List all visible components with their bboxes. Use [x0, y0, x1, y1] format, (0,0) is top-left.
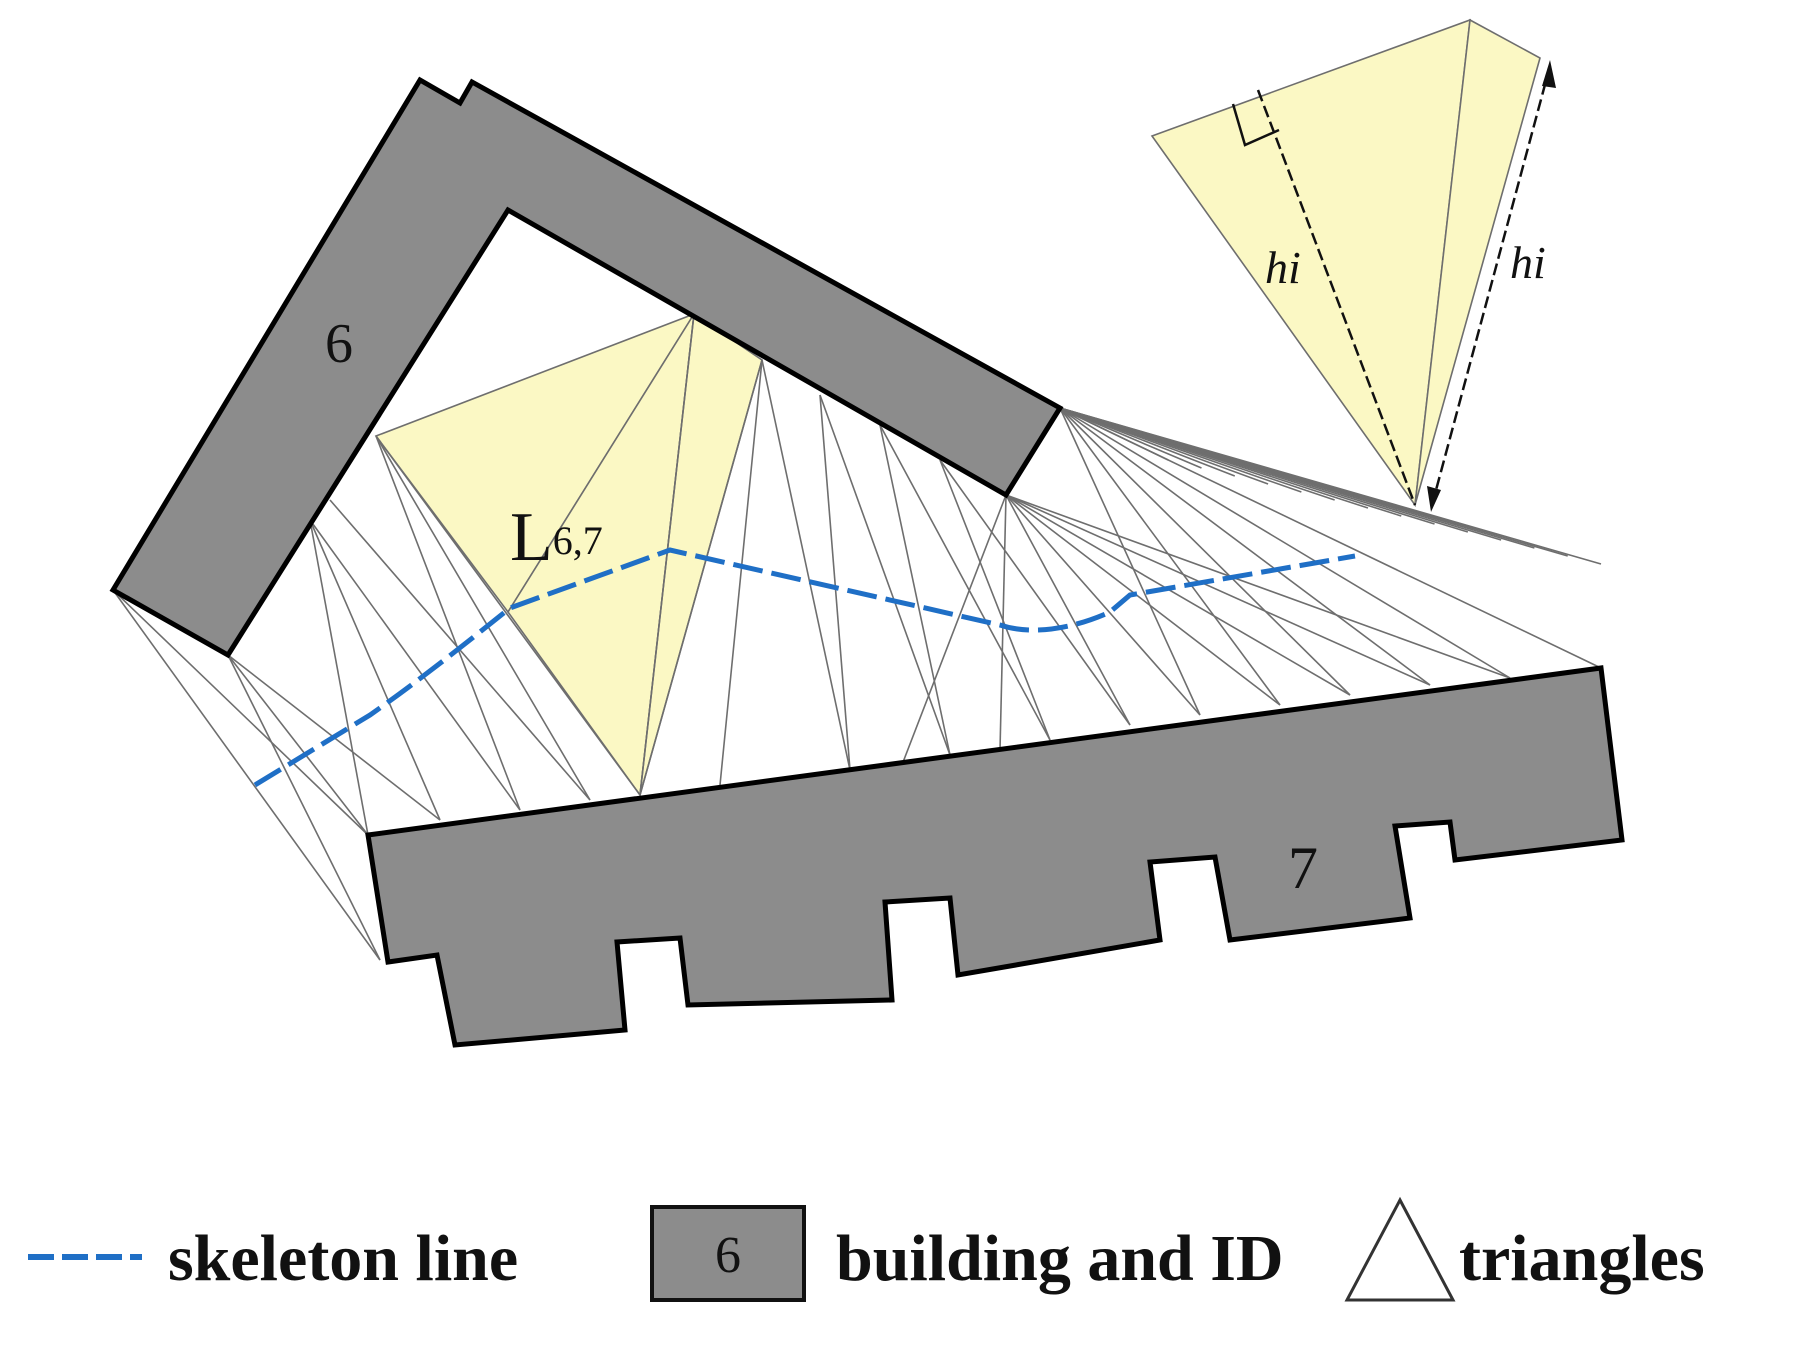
building-7-id: 7: [1288, 835, 1318, 901]
triangle-edge: [639, 313, 695, 796]
triangle-edge: [309, 519, 521, 811]
triangulation-edges: [112, 313, 1602, 961]
triangle-edge: [1059, 407, 1169, 461]
building-6-id: 6: [325, 313, 353, 375]
triangle-edge: [112, 589, 381, 961]
triangle-edge: [309, 519, 441, 821]
triangle-edge: [719, 359, 763, 786]
legend-building-swatch: [650, 1205, 806, 1302]
triangle-edge: [227, 654, 369, 836]
triangle-edge: [1005, 494, 1281, 706]
triangle-edge: [639, 359, 763, 796]
inset-height-right: [1430, 65, 1552, 506]
triangle-edge: [1005, 494, 1351, 696]
height-inset: hi hi: [1150, 18, 1556, 512]
triangle-edge: [375, 435, 521, 811]
triangle-edge: [309, 519, 369, 836]
triangle-edge: [879, 424, 951, 756]
inset-height-left: [1256, 89, 1417, 506]
triangle-edge: [1005, 494, 1431, 686]
triangle-edge: [1005, 494, 1201, 716]
triangle-edge: [939, 459, 1051, 741]
skeleton-label-subscript: 6,7: [553, 518, 603, 563]
legend-building-label: building and ID: [836, 1222, 1284, 1295]
arrowhead-top-icon: [1542, 60, 1556, 88]
inset-height-label-right: hi: [1510, 237, 1546, 288]
inset-height-label-left: hi: [1265, 242, 1301, 293]
building-7: [365, 665, 1625, 1048]
triangle-edge: [899, 494, 1007, 771]
triangle-edge: [879, 424, 1051, 741]
skeleton-label: L6,7: [510, 499, 603, 576]
triangle-edge: [375, 435, 591, 801]
arrowhead-bottom-icon: [1427, 486, 1441, 512]
inset-triangle-right: [1414, 18, 1541, 506]
triangle-edge: [375, 435, 641, 796]
triangle-edge: [939, 459, 1131, 726]
triangle-edge: [999, 494, 1007, 751]
skeleton-label-main: L: [510, 499, 553, 576]
inset-triangle-left: [1150, 18, 1471, 508]
triangle-edge: [761, 359, 851, 771]
triangle-edge: [1059, 407, 1351, 696]
legend-skeleton-label: skeleton line: [168, 1222, 518, 1295]
triangle-edge: [1005, 494, 1131, 726]
building-6: [109, 76, 1064, 659]
triangle-edge: [1005, 494, 1511, 679]
legend-building-id: 6: [715, 1227, 741, 1284]
triangle-edge: [1059, 407, 1281, 706]
skeleton-line: [253, 547, 1356, 788]
right-angle-marker: [1231, 103, 1280, 147]
legend: skeleton line 6 building and ID triangle…: [28, 1196, 1705, 1302]
triangle-edge: [1059, 407, 1511, 679]
legend-triangles-label: triangles: [1459, 1222, 1705, 1295]
triangle-edge: [819, 394, 851, 771]
triangle-edge: [1059, 407, 1602, 565]
triangle-edge: [227, 654, 381, 961]
triangle-edge: [1059, 407, 1201, 716]
triangle-edge: [1059, 407, 1431, 686]
triangle-edge: [112, 589, 369, 836]
legend-triangle-icon: [1344, 1196, 1456, 1302]
